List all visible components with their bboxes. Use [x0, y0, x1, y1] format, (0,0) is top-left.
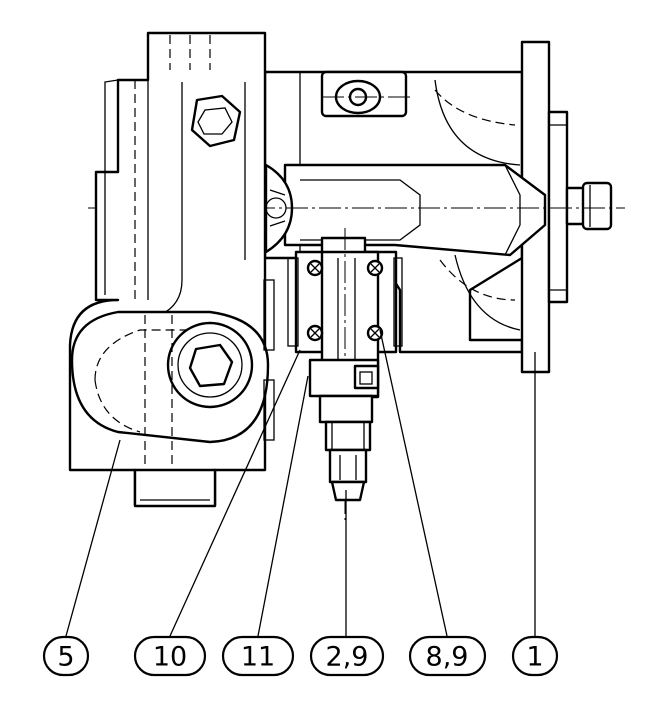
- callout-5: 5: [42, 635, 90, 677]
- upper-hex-plug: [190, 94, 242, 148]
- side-bracket: [263, 279, 275, 441]
- svg-text:5: 5: [57, 642, 74, 673]
- top-boss: [320, 70, 410, 118]
- svg-text:1: 1: [526, 642, 543, 673]
- drive-shaft: [565, 181, 613, 231]
- callout-2-9: 2,9: [309, 635, 385, 677]
- svg-text:10: 10: [153, 642, 187, 673]
- callout-8-9: 8,9: [408, 635, 487, 677]
- svg-text:2,9: 2,9: [326, 642, 369, 673]
- svg-text:8,9: 8,9: [426, 642, 469, 673]
- leader-lines: [65, 329, 536, 637]
- callout-1: 1: [511, 635, 559, 677]
- svg-text:11: 11: [241, 642, 275, 673]
- cylinder-section: [264, 163, 547, 257]
- bottom-port-stub: [133, 468, 217, 508]
- callout-10: 10: [133, 635, 207, 677]
- lower-port-boss: [70, 310, 270, 505]
- control-valve: [287, 228, 403, 520]
- callout-11: 11: [221, 635, 295, 677]
